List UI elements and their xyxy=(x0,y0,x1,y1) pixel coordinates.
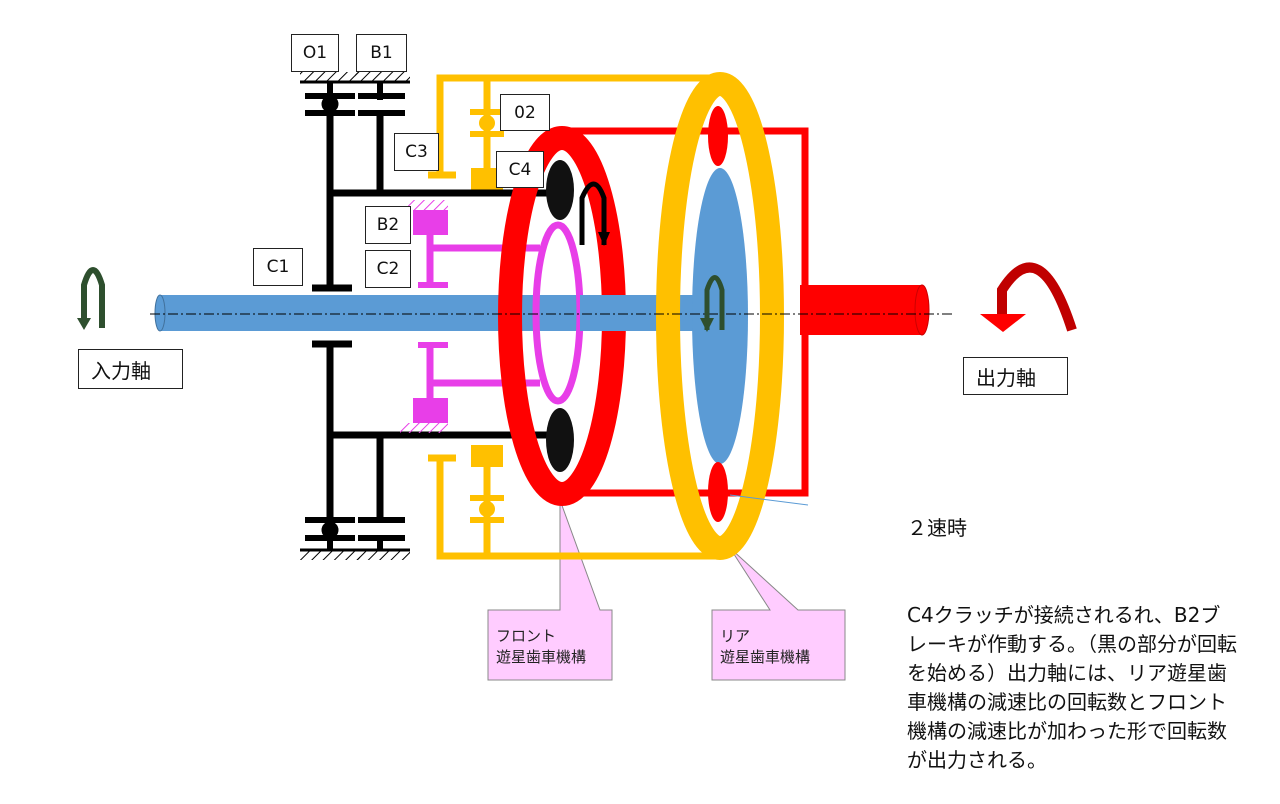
label-o2: 02 xyxy=(500,94,550,131)
output-shaft xyxy=(800,284,930,336)
label-c4: C4 xyxy=(496,151,544,188)
planetary-gear-diagram xyxy=(77,72,1077,681)
front-callout-text: フロント 遊星歯車機構 xyxy=(496,627,587,666)
label-c2: C2 xyxy=(365,250,411,288)
front-callout-shape xyxy=(487,499,613,681)
output-rotation-arrow xyxy=(980,262,1077,332)
black-rotation-arrow xyxy=(579,181,610,246)
rear-callout-shape xyxy=(711,547,846,681)
description: ２速時 C4クラッチが接続されるれ、B2ブレーキが作動する。（黒の部分が回転を始… xyxy=(907,456,1237,804)
label-b2: B2 xyxy=(365,206,411,244)
input-rotation-arrow xyxy=(77,267,105,330)
label-c3: C3 xyxy=(394,133,439,171)
rear-rotation-arrow xyxy=(700,275,725,332)
label-output-shaft: 出力軸 xyxy=(963,357,1068,395)
label-o1: O1 xyxy=(291,34,339,72)
description-body: C4クラッチが接続されるれ、B2ブレーキが作動する。（黒の部分が回転を始める）出… xyxy=(907,603,1237,772)
description-title: ２速時 xyxy=(907,516,967,540)
yellow-c3-structure xyxy=(428,74,720,560)
label-input-shaft: 入力軸 xyxy=(78,349,183,389)
rear-callout-text: リア 遊星歯車機構 xyxy=(720,627,811,666)
label-c1: C1 xyxy=(253,248,303,286)
label-b1: B1 xyxy=(356,34,407,72)
